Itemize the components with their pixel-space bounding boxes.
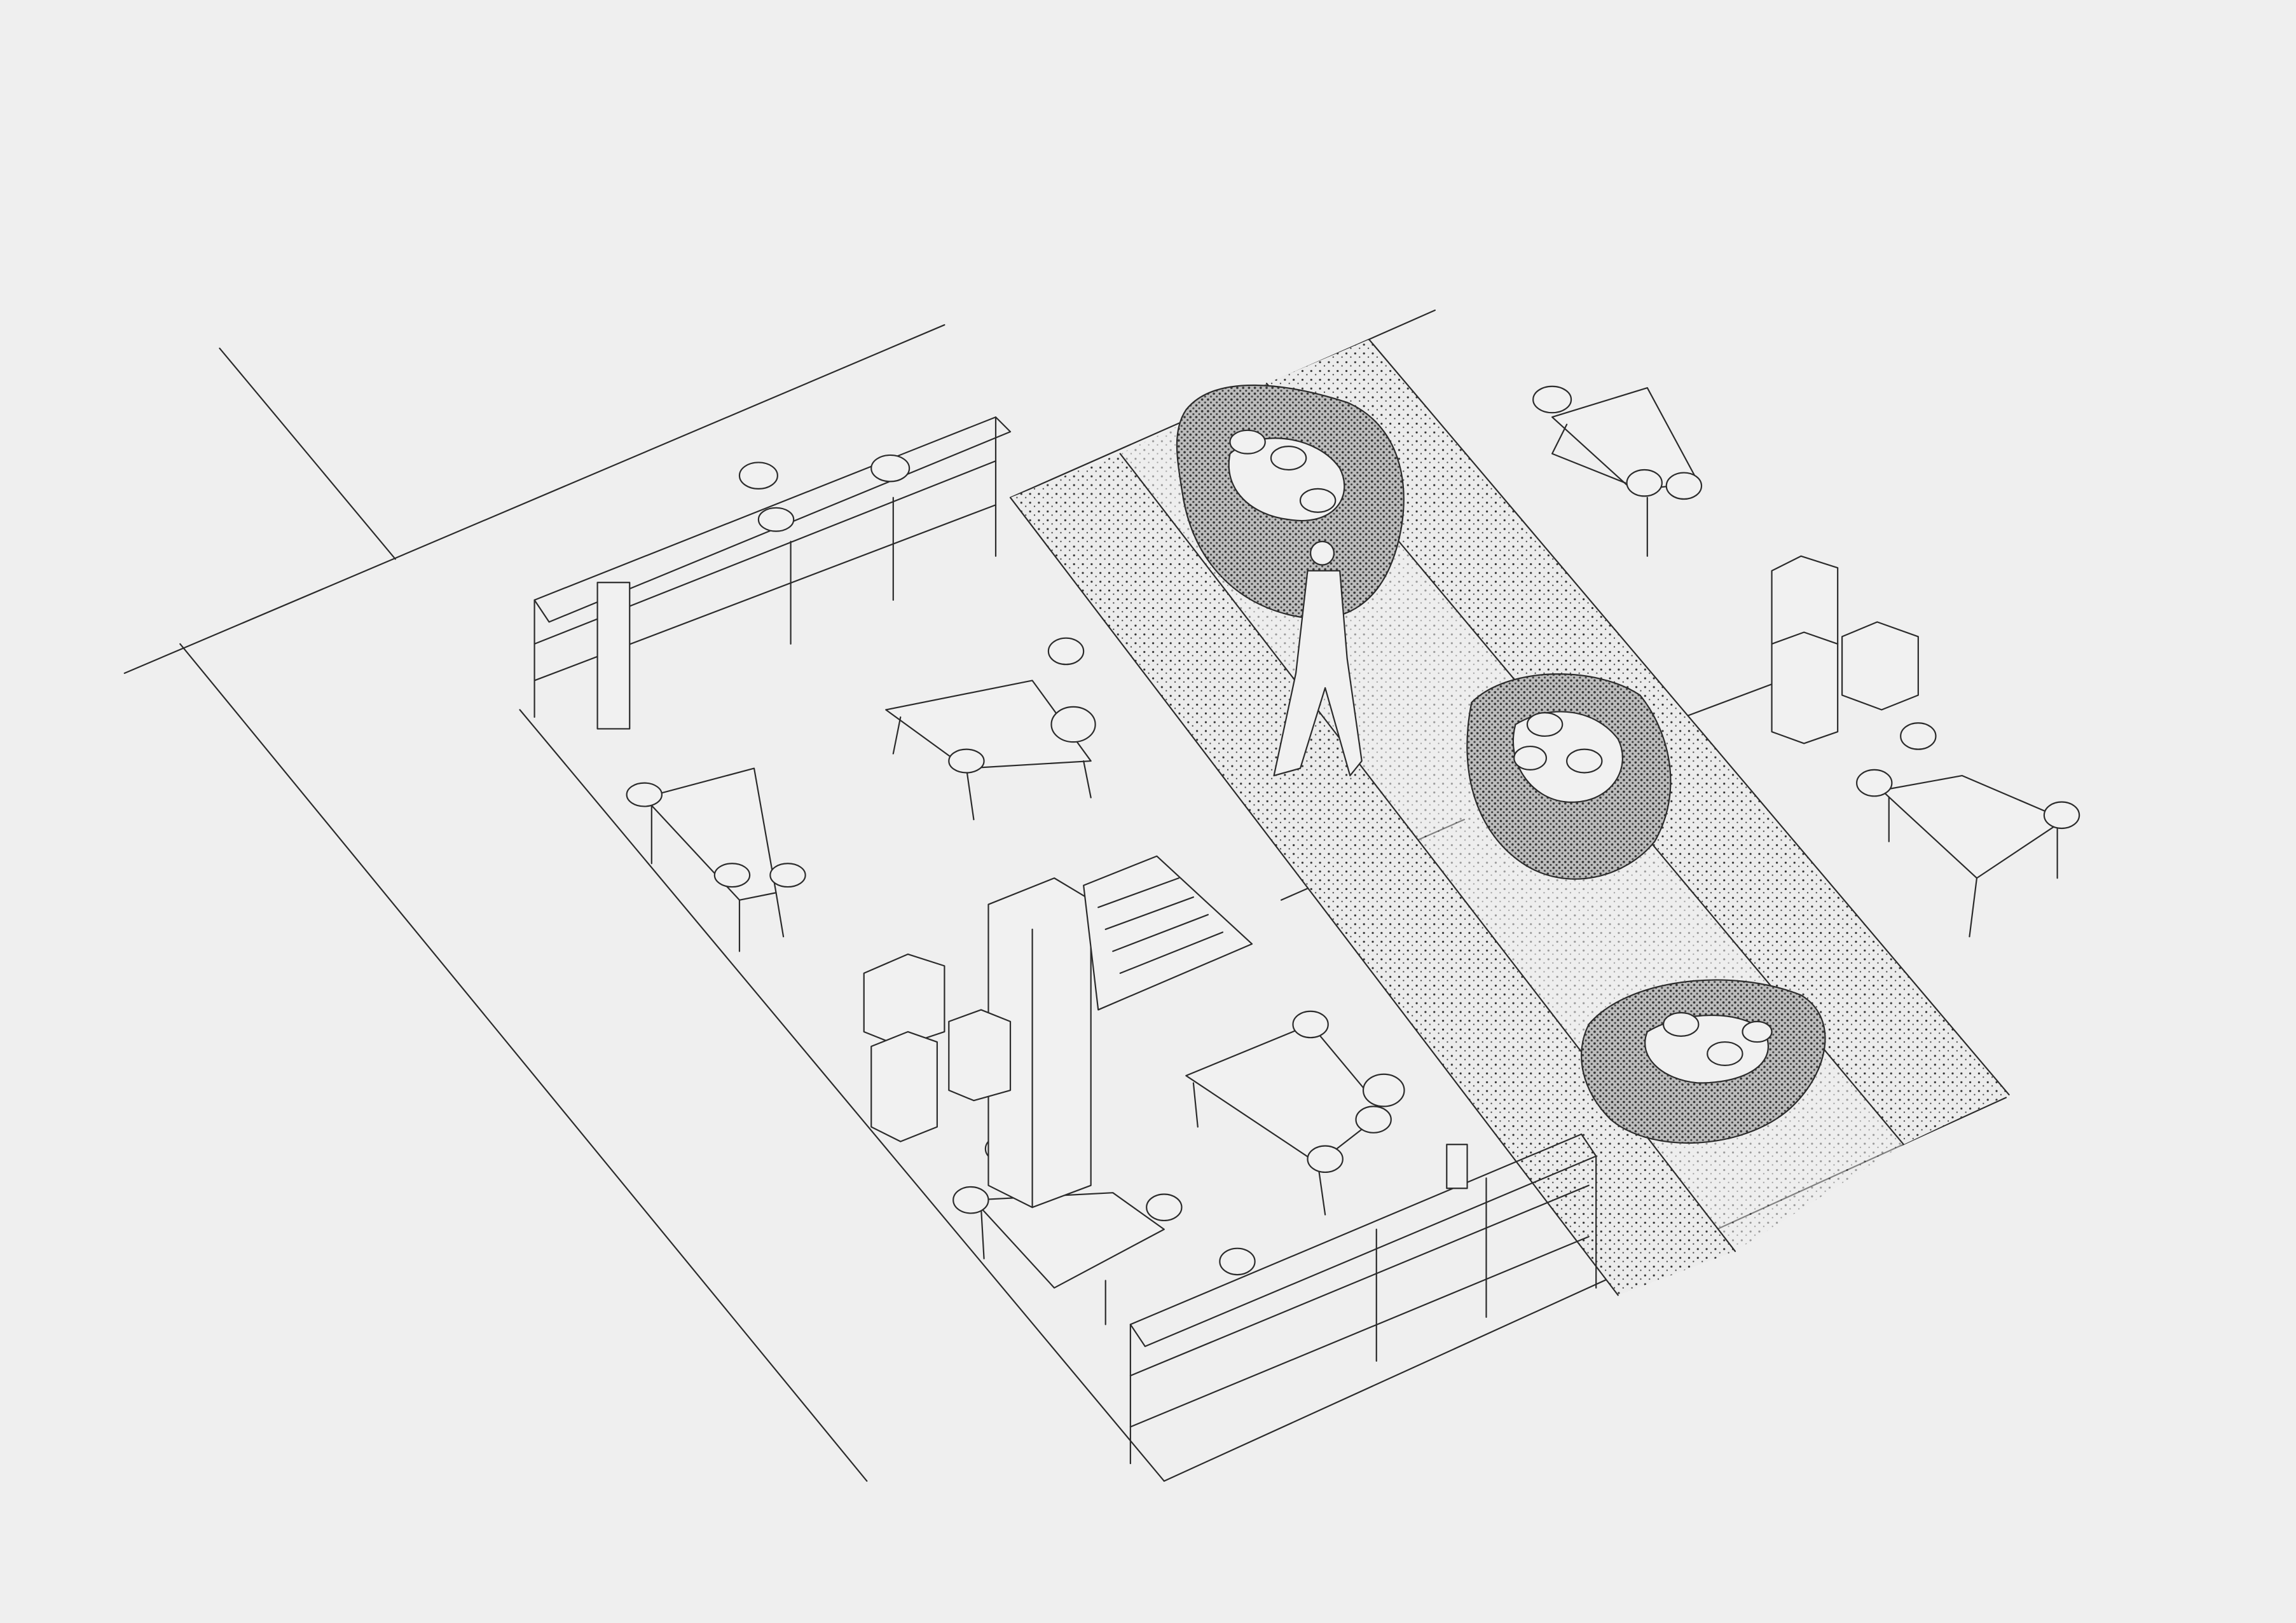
shelving-unit-front <box>1131 1134 1596 1463</box>
rock-display-3 <box>1581 980 1825 1142</box>
person-figure <box>1274 542 1362 776</box>
display-table-1 <box>886 638 1095 819</box>
rock-display-2 <box>1467 674 1670 879</box>
pedestals-right <box>1772 556 1918 744</box>
display-table-2 <box>627 769 806 952</box>
column <box>988 878 1090 1207</box>
rock-display-1 <box>1177 385 1404 619</box>
display-table-6 <box>1857 723 2079 936</box>
display-table-3 <box>1186 1011 1404 1215</box>
pedestals-left <box>864 954 1010 1142</box>
display-table-5 <box>1533 387 1701 556</box>
bench <box>1083 856 1252 1010</box>
shelving-unit-back <box>535 417 1010 729</box>
site-lines <box>125 310 2006 1481</box>
